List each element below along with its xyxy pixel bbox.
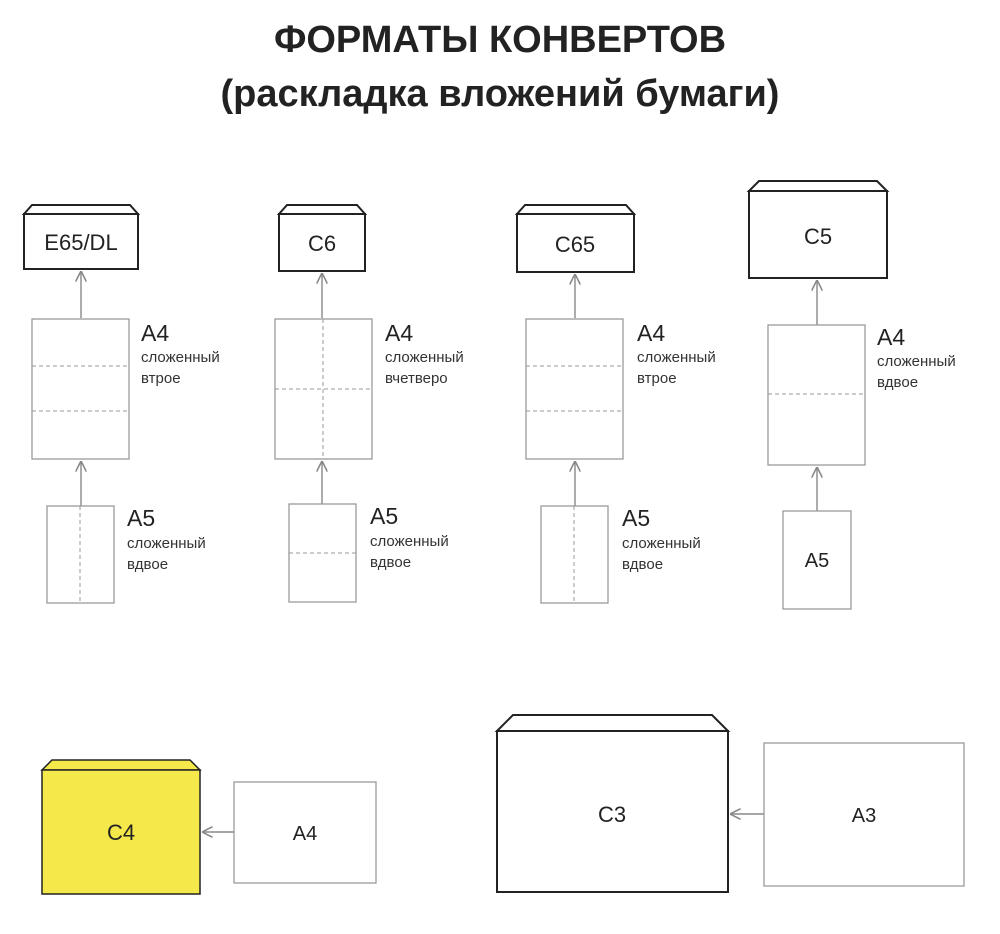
a5-fold-word: сложенный bbox=[370, 533, 449, 550]
a4-fold-word: сложенный bbox=[877, 353, 956, 370]
column-c65: C65 A4 сложенный втрое A5 сложенный вдво… bbox=[514, 204, 716, 604]
title-line-2: (раскладка вложений бумаги) bbox=[220, 73, 780, 115]
sheet-a4-folded bbox=[525, 318, 624, 460]
a5-label: A5 bbox=[805, 550, 829, 572]
sheet-label: A4 bbox=[293, 823, 317, 845]
column-c6: C6 A4 сложенный вчетверо A5 сложенный вд… bbox=[274, 204, 464, 603]
a4-label: A4 bbox=[141, 320, 169, 346]
a4-label: A4 bbox=[877, 324, 905, 350]
sheet-a5-folded bbox=[540, 505, 609, 604]
column-e65-dl: E65/DL A4 сложенный втрое A5 сложенный в… bbox=[21, 204, 220, 604]
sheet-label: A3 bbox=[852, 805, 876, 827]
sheet-a4-folded bbox=[767, 324, 866, 466]
envelope-label: C5 bbox=[804, 224, 832, 249]
title-line-1: ФОРМАТЫ КОНВЕРТОВ bbox=[273, 19, 727, 61]
envelope-label: E65/DL bbox=[44, 230, 117, 255]
a4-label: A4 bbox=[385, 320, 413, 346]
a5-label: A5 bbox=[370, 503, 398, 529]
sheet-a3: A3 bbox=[763, 742, 965, 887]
a5-fold-word: сложенный bbox=[622, 535, 701, 552]
a4-fold-type: втрое bbox=[637, 370, 677, 387]
a5-label: A5 bbox=[622, 505, 650, 531]
envelope-c65: C65 bbox=[514, 204, 637, 273]
envelope-c5: C5 bbox=[746, 180, 890, 279]
envelope-c6: C6 bbox=[276, 204, 368, 272]
a4-fold-type: втрое bbox=[141, 370, 181, 387]
envelope-label: C6 bbox=[308, 231, 336, 256]
a5-fold-type: вдвое bbox=[622, 556, 663, 573]
a5-fold-type: вдвое bbox=[370, 554, 411, 571]
sheet-a4-folded bbox=[31, 318, 130, 460]
a4-fold-type: вчетверо bbox=[385, 370, 448, 387]
group-c3: C3 A3 bbox=[494, 714, 965, 893]
sheet-a5-folded bbox=[46, 505, 115, 604]
sheet-a4-folded bbox=[274, 318, 373, 460]
envelope-label: C4 bbox=[107, 820, 135, 845]
envelope-e65-dl: E65/DL bbox=[21, 204, 141, 270]
a5-label: A5 bbox=[127, 505, 155, 531]
a5-fold-word: сложенный bbox=[127, 535, 206, 552]
envelope-label: C3 bbox=[598, 802, 626, 827]
sheet-a4: A4 bbox=[233, 781, 377, 884]
a4-label: A4 bbox=[637, 320, 665, 346]
a4-fold-type: вдвое bbox=[877, 374, 918, 391]
column-c5: C5 A4 сложенный вдвое A5 bbox=[746, 180, 956, 610]
envelope-c4: C4 bbox=[40, 759, 202, 895]
a5-fold-type: вдвое bbox=[127, 556, 168, 573]
group-c4: C4 A4 bbox=[40, 759, 377, 895]
a4-fold-word: сложенный bbox=[385, 349, 464, 366]
envelope-label: C65 bbox=[555, 232, 595, 257]
sheet-a5-folded bbox=[288, 503, 357, 603]
sheet-a5: A5 bbox=[782, 510, 852, 610]
a4-fold-word: сложенный bbox=[141, 349, 220, 366]
envelope-c3: C3 bbox=[494, 714, 731, 893]
a4-fold-word: сложенный bbox=[637, 349, 716, 366]
